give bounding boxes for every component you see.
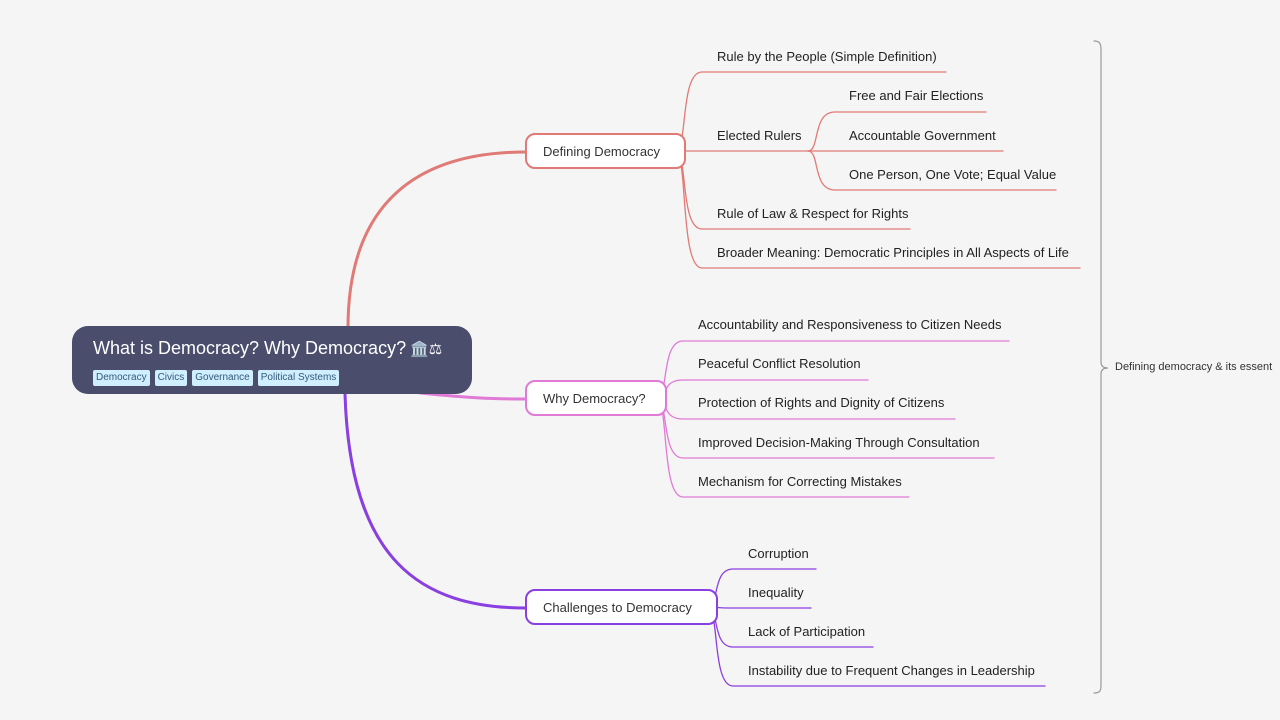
leaf-protection-of-rights[interactable]: Protection of Rights and Dignity of Citi… [698,395,945,410]
leaf-accountable-government[interactable]: Accountable Government [849,128,996,143]
branch-defining-democracy[interactable]: Defining Democracy [525,133,686,169]
leaf-free-fair-elections[interactable]: Free and Fair Elections [849,88,984,103]
leaf-inequality[interactable]: Inequality [748,585,804,600]
tag-governance[interactable]: Governance [192,370,253,386]
branch-challenges-to-democracy[interactable]: Challenges to Democracy [525,589,718,625]
leaf-elected-rulers[interactable]: Elected Rulers [717,128,802,143]
leaf-correcting-mistakes[interactable]: Mechanism for Correcting Mistakes [698,474,902,489]
leaf-rule-by-the-people[interactable]: Rule by the People (Simple Definition) [717,49,937,64]
leaf-accountability-responsiveness[interactable]: Accountability and Responsiveness to Cit… [698,317,1002,332]
branch-why-democracy[interactable]: Why Democracy? [525,380,667,416]
building-scales-icon: 🏛️⚖ [410,341,443,358]
leaf-instability[interactable]: Instability due to Frequent Changes in L… [748,663,1035,678]
connector-one-person-one-vote [807,150,1057,191]
connector-root-why [418,391,528,401]
tag-civics[interactable]: Civics [154,370,188,386]
leaf-corruption[interactable]: Corruption [748,546,809,561]
root-topic[interactable]: What is Democracy? Why Democracy?🏛️⚖ Dem… [72,326,472,394]
connector-free-fair-elections [807,111,987,152]
leaf-broader-meaning[interactable]: Broader Meaning: Democratic Principles i… [717,245,1069,260]
leaf-rule-of-law[interactable]: Rule of Law & Respect for Rights [717,206,909,221]
connector-inequality [707,606,812,609]
root-title: What is Democracy? Why Democracy? [93,338,407,358]
connector-root-defining [346,150,528,330]
leaf-improved-decision-making[interactable]: Improved Decision-Making Through Consult… [698,435,980,450]
connector-root-challenges [343,392,528,610]
leaf-lack-of-participation[interactable]: Lack of Participation [748,624,866,639]
tag-political-systems[interactable]: Political Systems [257,370,340,386]
summary-bracket [1093,40,1109,694]
tag-list: Democracy Civics Governance Political Sy… [93,370,452,386]
summary-label[interactable]: Defining democracy & its essent [1115,361,1273,373]
leaf-one-person-one-vote[interactable]: One Person, One Vote; Equal Value [849,167,1057,182]
tag-democracy[interactable]: Democracy [93,370,150,386]
leaf-peaceful-conflict-resolution[interactable]: Peaceful Conflict Resolution [698,356,861,371]
